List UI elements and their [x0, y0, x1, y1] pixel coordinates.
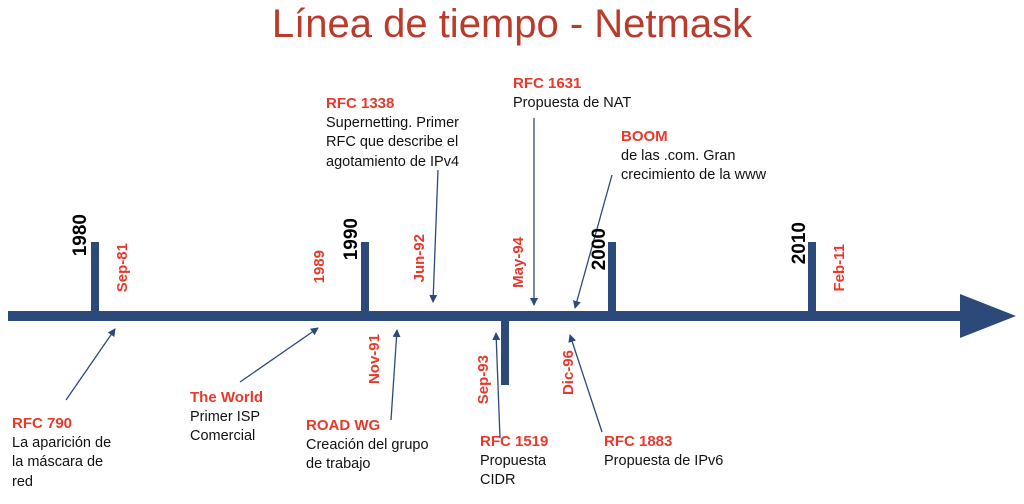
event-rfc1631: RFC 1631 Propuesta de NAT [513, 74, 631, 113]
event-title: RFC 1338 [326, 95, 395, 112]
event-text: de las .com. Gran [621, 147, 736, 164]
date-dic96: Dic-96 [560, 350, 577, 396]
event-text: agotamiento de IPv4 [326, 153, 460, 170]
tick-1990 [361, 242, 369, 314]
year-1990-label: 1990 [341, 218, 362, 261]
event-text: Creación del grupo [306, 436, 429, 453]
event-rfc790: RFC 790 La aparición de la máscara de re… [12, 414, 111, 492]
date-feb11: Feb-11 [831, 244, 848, 292]
event-rfc1338: RFC 1338 Supernetting. Primer RFC que de… [326, 94, 459, 172]
event-text: Comercial [190, 428, 256, 444]
event-title: RFC 1519 [480, 433, 549, 450]
arrow-rfc1519 [492, 332, 501, 439]
axis-arrowhead [960, 294, 1016, 338]
date-jun92: Jun-92 [411, 234, 428, 283]
event-title: RFC 1631 [513, 75, 582, 92]
date-nov91: Nov-91 [366, 334, 383, 385]
event-title: RFC 1883 [604, 433, 673, 450]
year-2010-label: 2010 [789, 222, 810, 265]
tick-2010 [808, 242, 816, 314]
event-title: ROAD WG [306, 417, 381, 434]
event-rfc1883: RFC 1883 Propuesta de IPv6 [604, 432, 723, 471]
event-text: crecimiento de la www [621, 167, 767, 183]
event-text: Primer ISP [190, 408, 261, 425]
event-title: The World [190, 389, 264, 406]
year-2000-label: 2000 [589, 228, 610, 271]
event-text: la máscara de [12, 454, 104, 470]
arrow-rfc1883 [568, 334, 603, 433]
year-1980-label: 1980 [70, 214, 91, 257]
event-text: RFC que describe el [326, 134, 459, 150]
slide-title: Línea de tiempo - Netmask [271, 2, 753, 46]
event-boom: BOOM de las .com. Gran crecimiento de la… [621, 127, 766, 186]
arrow-boom [573, 174, 613, 309]
date-sep81: Sep-81 [114, 243, 131, 293]
event-rfc1519: RFC 1519 Propuesta CIDR [480, 432, 548, 491]
arrow-world [239, 327, 319, 383]
event-text: Propuesta de NAT [513, 94, 632, 111]
arrow-rfc1338 [429, 169, 439, 303]
event-text: Propuesta [480, 452, 547, 469]
event-road-wg: ROAD WG Creación del grupo de trabajo [306, 416, 429, 475]
tick-sep93 [501, 318, 509, 385]
date-1989: 1989 [311, 250, 328, 284]
event-text: Propuesta de IPv6 [604, 452, 724, 469]
event-title: BOOM [621, 128, 668, 145]
event-text: red [12, 473, 33, 490]
event-text: Supernetting. Primer [326, 114, 459, 131]
arrow-rfc790 [65, 328, 116, 401]
date-may94: May-94 [510, 237, 527, 288]
event-the-world: The World Primer ISP Comercial [190, 388, 263, 447]
event-text: CIDR [480, 472, 516, 488]
tick-1980 [91, 242, 99, 314]
tick-2000 [608, 242, 616, 314]
arrow-roadwg [390, 329, 401, 421]
date-sep93: Sep-93 [475, 355, 492, 405]
timeline-axis [8, 311, 963, 321]
event-text: La aparición de [12, 434, 112, 451]
event-title: RFC 790 [12, 415, 73, 432]
event-text: de trabajo [306, 456, 371, 472]
